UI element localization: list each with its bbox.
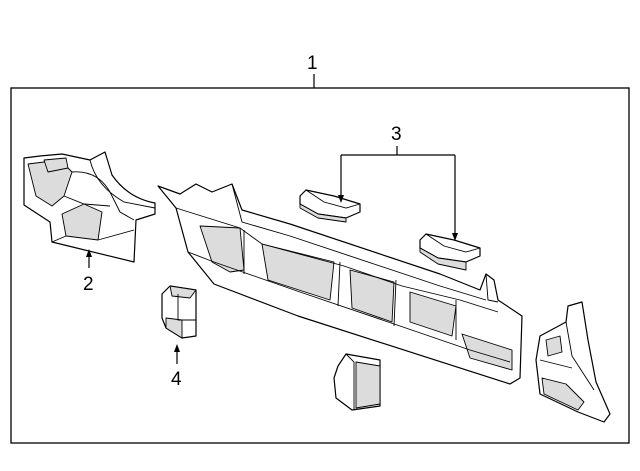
center-bracket[interactable] <box>333 353 381 411</box>
callout-2-arrowhead <box>86 249 92 257</box>
callout-3-arrowhead-right <box>452 233 458 241</box>
callout-3-leader <box>340 146 456 236</box>
callout-4-arrowhead <box>174 344 180 352</box>
callout-2-label: 2 <box>83 274 94 295</box>
left-side-bracket[interactable] <box>23 151 156 263</box>
upper-reinforcement-left[interactable] <box>299 189 361 223</box>
callout-3-arrowhead-left <box>338 195 344 203</box>
upper-reinforcement-right[interactable] <box>419 233 481 271</box>
rear-body-panel[interactable] <box>157 183 523 385</box>
lower-bracket[interactable] <box>161 285 197 339</box>
callout-4-label: 4 <box>171 369 182 390</box>
diagram-frame <box>10 87 630 444</box>
callout-1-label: 1 <box>307 53 318 74</box>
right-side-bracket[interactable] <box>535 301 611 423</box>
callout-3-label: 3 <box>391 124 402 145</box>
